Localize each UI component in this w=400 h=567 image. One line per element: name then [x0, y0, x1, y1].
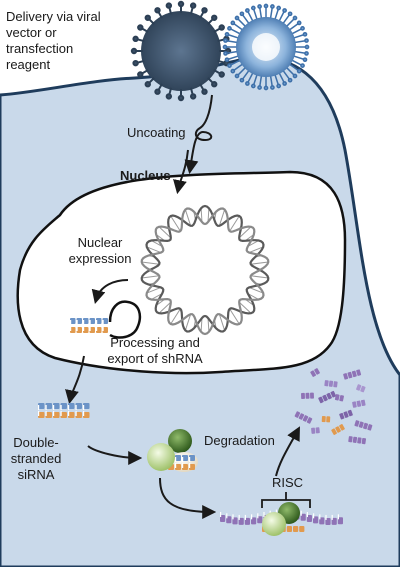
sirna-duplex-icon [38, 403, 90, 418]
delivery-label-line-2: vector or [6, 25, 57, 40]
double-stranded-label-line-1: Double- [13, 435, 59, 450]
target-binding-arrow [159, 477, 217, 519]
delivery-label-line-4: reagent [6, 57, 51, 72]
uncoating-label: Uncoating [127, 125, 186, 140]
viral-vector-icon [130, 0, 232, 102]
shrna-hairpin-icon [70, 300, 142, 339]
risc-label: RISC [272, 475, 304, 490]
risc-loading-arrow [87, 445, 143, 465]
degradation-label: Degradation [204, 433, 275, 448]
delivery-label-line-1: Delivery via viral [6, 9, 101, 24]
expression-arrow [91, 279, 129, 305]
risc-loading-complex-icon [147, 429, 198, 472]
export-arrow [65, 355, 85, 405]
nucleus-entry-arrow [173, 149, 189, 195]
uncoating-arrow [184, 94, 213, 175]
double-stranded-label-line-2: stranded [10, 451, 62, 466]
transfection-reagent-icon [222, 3, 310, 91]
risc-bracket [261, 492, 311, 508]
processing-label-line-1: Processing and [110, 335, 200, 350]
nuclear-expression-label-line-1: Nuclear [77, 235, 123, 250]
risc-complex-icon [262, 502, 300, 536]
plasmid-dna-icon [140, 204, 270, 336]
degraded-rna-fragments-icon [294, 368, 373, 445]
processing-label-line-2: export of shRNA [107, 351, 203, 366]
double-stranded-label-line-3: siRNA [17, 467, 55, 482]
delivery-label-line-3: transfection [6, 41, 74, 56]
nucleus-label: Nucleus [120, 168, 171, 183]
degradation-arrow [275, 426, 300, 477]
nuclear-expression-label-line-2: expression [68, 251, 132, 266]
